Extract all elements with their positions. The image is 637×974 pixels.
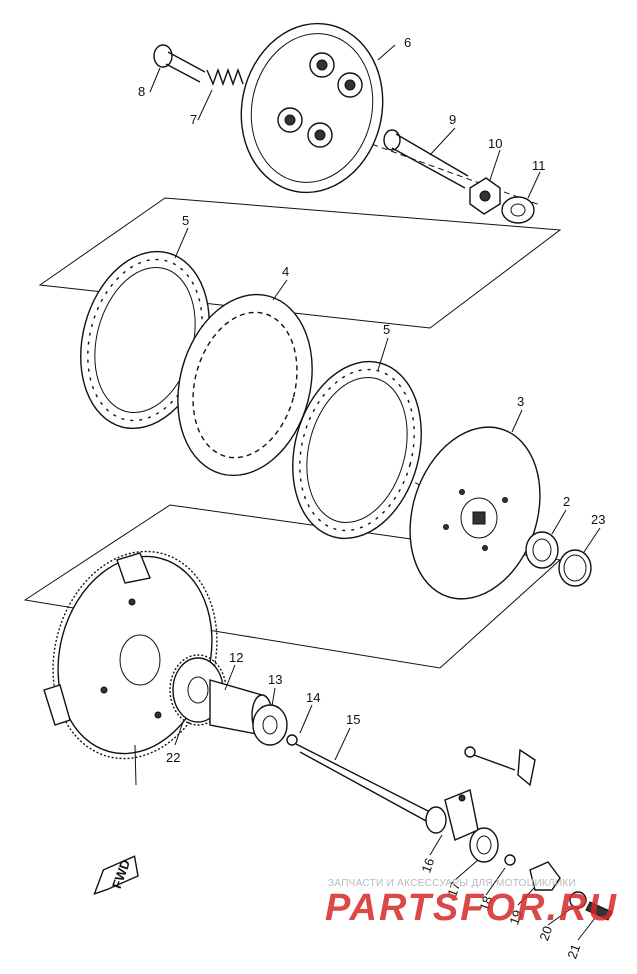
steel-plate [177, 293, 313, 477]
washer-2 [525, 531, 559, 569]
washer-11 [501, 196, 535, 224]
push-rod [383, 129, 469, 189]
push-screw-16 [425, 789, 479, 841]
callout-5-lower: 5 [383, 322, 390, 337]
callout-20: 20 [536, 924, 555, 943]
callout-numbers: 6 8 7 9 10 11 5 4 5 3 2 23 12 13 14 15 2… [138, 35, 605, 961]
screw-21 [585, 901, 613, 921]
oil-seal-17 [469, 827, 499, 863]
callout-17: 17 [444, 880, 463, 899]
callout-6: 6 [404, 35, 411, 50]
pressure-plate [240, 22, 384, 194]
callout-22: 22 [166, 750, 180, 765]
callout-13: 13 [268, 672, 282, 687]
nut-20 [569, 891, 587, 909]
fwd-arrow: FWD [93, 855, 139, 895]
adjust-nut-19 [529, 861, 561, 891]
clutch-boss [409, 426, 541, 600]
callout-11: 11 [532, 158, 546, 173]
callout-18: 18 [476, 894, 495, 913]
leader-lines [134, 44, 601, 941]
callout-2: 2 [563, 494, 570, 509]
clutch-spring [206, 67, 244, 87]
callout-9: 9 [449, 112, 456, 127]
primary-driven-gear [43, 550, 218, 760]
watermark-tagline: ЗАПЧАСТИ И АКСЕССУАРЫ ДЛЯ МОТОЦИКЛИКИ [328, 878, 577, 889]
callout-21: 21 [564, 942, 583, 961]
callout-10: 10 [488, 136, 502, 151]
callout-19: 19 [506, 908, 525, 927]
o-ring-18 [504, 854, 516, 866]
lock-nut [469, 177, 501, 215]
watermark-brand: PARTSFOR.RU [325, 887, 618, 929]
callout-7: 7 [190, 112, 197, 127]
adjusting-bolt [464, 746, 536, 787]
callout-5-upper: 5 [182, 213, 189, 228]
callout-12: 12 [229, 650, 243, 665]
clutch-bolt [153, 44, 206, 83]
callout-16: 16 [418, 856, 437, 875]
callout-4: 4 [282, 264, 289, 279]
callout-15: 15 [346, 712, 360, 727]
callout-23: 23 [591, 512, 605, 527]
callout-3: 3 [517, 394, 524, 409]
callout-8: 8 [138, 84, 145, 99]
ball-14 [286, 734, 298, 746]
circlip-23 [558, 549, 592, 587]
callout-14: 14 [306, 690, 320, 705]
push-rod-15 [295, 743, 431, 823]
thrust-washer-13 [252, 704, 288, 746]
